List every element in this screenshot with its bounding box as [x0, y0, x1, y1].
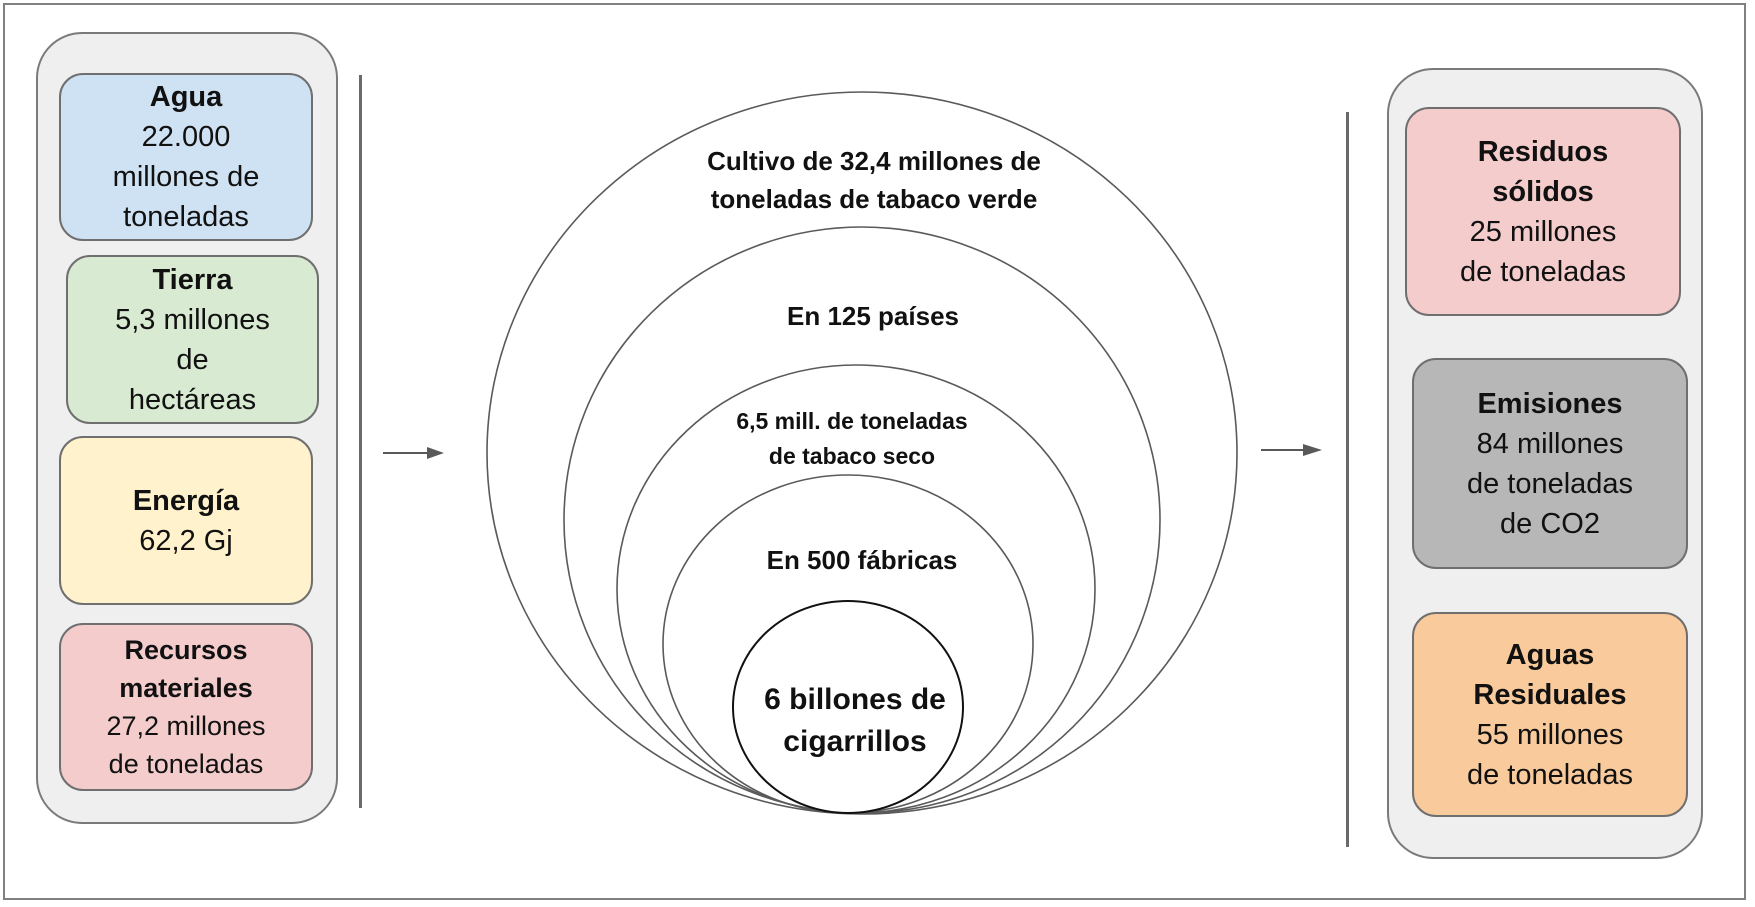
- input-agua-value-3: toneladas: [123, 201, 249, 233]
- output-aguas-value-2: de toneladas: [1466, 758, 1634, 791]
- level3-label: 6,5 mill. de toneladas de tabaco seco: [736, 404, 967, 474]
- level5-line-1: 6 billones de: [764, 683, 946, 716]
- level5-line-2: cigarrillos: [783, 725, 927, 758]
- output-emisiones-value-1: 84 millones: [1476, 427, 1624, 460]
- input-recursos-title-1: Recursos: [124, 635, 248, 665]
- input-tierra-value-1: 5,3 millones: [115, 303, 270, 336]
- output-residuos-value-1: 25 millones: [1469, 215, 1617, 248]
- circle-cultivo: [486, 91, 1238, 815]
- circle-cigarrillos: [732, 600, 964, 814]
- level2-label: En 125 países: [787, 298, 959, 334]
- right-divider-line: [1346, 112, 1349, 847]
- output-emisiones-title: Emisiones: [1477, 387, 1623, 420]
- level3-line-1: 6,5 mill. de toneladas: [736, 408, 968, 434]
- output-aguas-value-1: 55 millones: [1476, 718, 1624, 751]
- input-recursos-box: Recursos materiales 27,2 millones de ton…: [59, 623, 313, 791]
- input-tierra-box: Tierra 5,3 millones de hectáreas: [66, 255, 319, 424]
- level1-label: Cultivo de 32,4 millones de toneladas de…: [707, 142, 1041, 218]
- level1-line-1: Cultivo de 32,4 millones de: [707, 146, 1041, 176]
- level3-line-2: de tabaco seco: [768, 443, 936, 469]
- output-residuos-title-2: sólidos: [1492, 175, 1594, 208]
- arrow-right-icon: [383, 447, 444, 459]
- output-emisiones-box: Emisiones 84 millones de toneladas de CO…: [1412, 358, 1688, 569]
- input-agua-value-2: millones de: [112, 161, 260, 193]
- input-tierra-title: Tierra: [152, 263, 233, 296]
- input-recursos-title-2: materiales: [119, 673, 253, 703]
- diagram-frame: [3, 3, 1746, 900]
- level2-line-1: En 125 países: [787, 301, 959, 331]
- input-tierra-value-3: hectáreas: [128, 383, 257, 416]
- level5-label: 6 billones de cigarrillos: [764, 679, 946, 763]
- output-residuos-box: Residuos sólidos 25 millones de tonelada…: [1405, 107, 1681, 316]
- output-aguas-residuales-box: Aguas Residuales 55 millones de tonelada…: [1412, 612, 1688, 817]
- left-divider-line: [359, 75, 362, 808]
- output-residuos-title-1: Residuos: [1477, 135, 1609, 168]
- input-recursos-value-2: de toneladas: [108, 749, 264, 779]
- input-agua-title: Agua: [149, 81, 223, 113]
- output-aguas-title-1: Aguas: [1505, 638, 1595, 671]
- arrow-right-icon: [1261, 444, 1322, 456]
- input-energia-value: 62,2 Gj: [139, 524, 233, 557]
- level1-line-2: toneladas de tabaco verde: [710, 184, 1038, 214]
- level4-line-1: En 500 fábricas: [766, 545, 958, 575]
- output-emisiones-value-2: de toneladas: [1466, 467, 1634, 500]
- input-tierra-value-2: de: [176, 343, 209, 376]
- input-energia-title: Energía: [132, 484, 240, 517]
- input-energia-box: Energía 62,2 Gj: [59, 436, 313, 605]
- input-recursos-value-1: 27,2 millones: [106, 711, 266, 741]
- output-aguas-title-2: Residuales: [1473, 678, 1627, 711]
- input-agua-box: Agua 22.000 millones de toneladas: [59, 73, 313, 241]
- level4-label: En 500 fábricas: [767, 542, 958, 578]
- output-residuos-value-2: de toneladas: [1459, 255, 1627, 288]
- input-agua-value-1: 22.000: [141, 121, 231, 153]
- output-emisiones-value-3: de CO2: [1500, 507, 1600, 540]
